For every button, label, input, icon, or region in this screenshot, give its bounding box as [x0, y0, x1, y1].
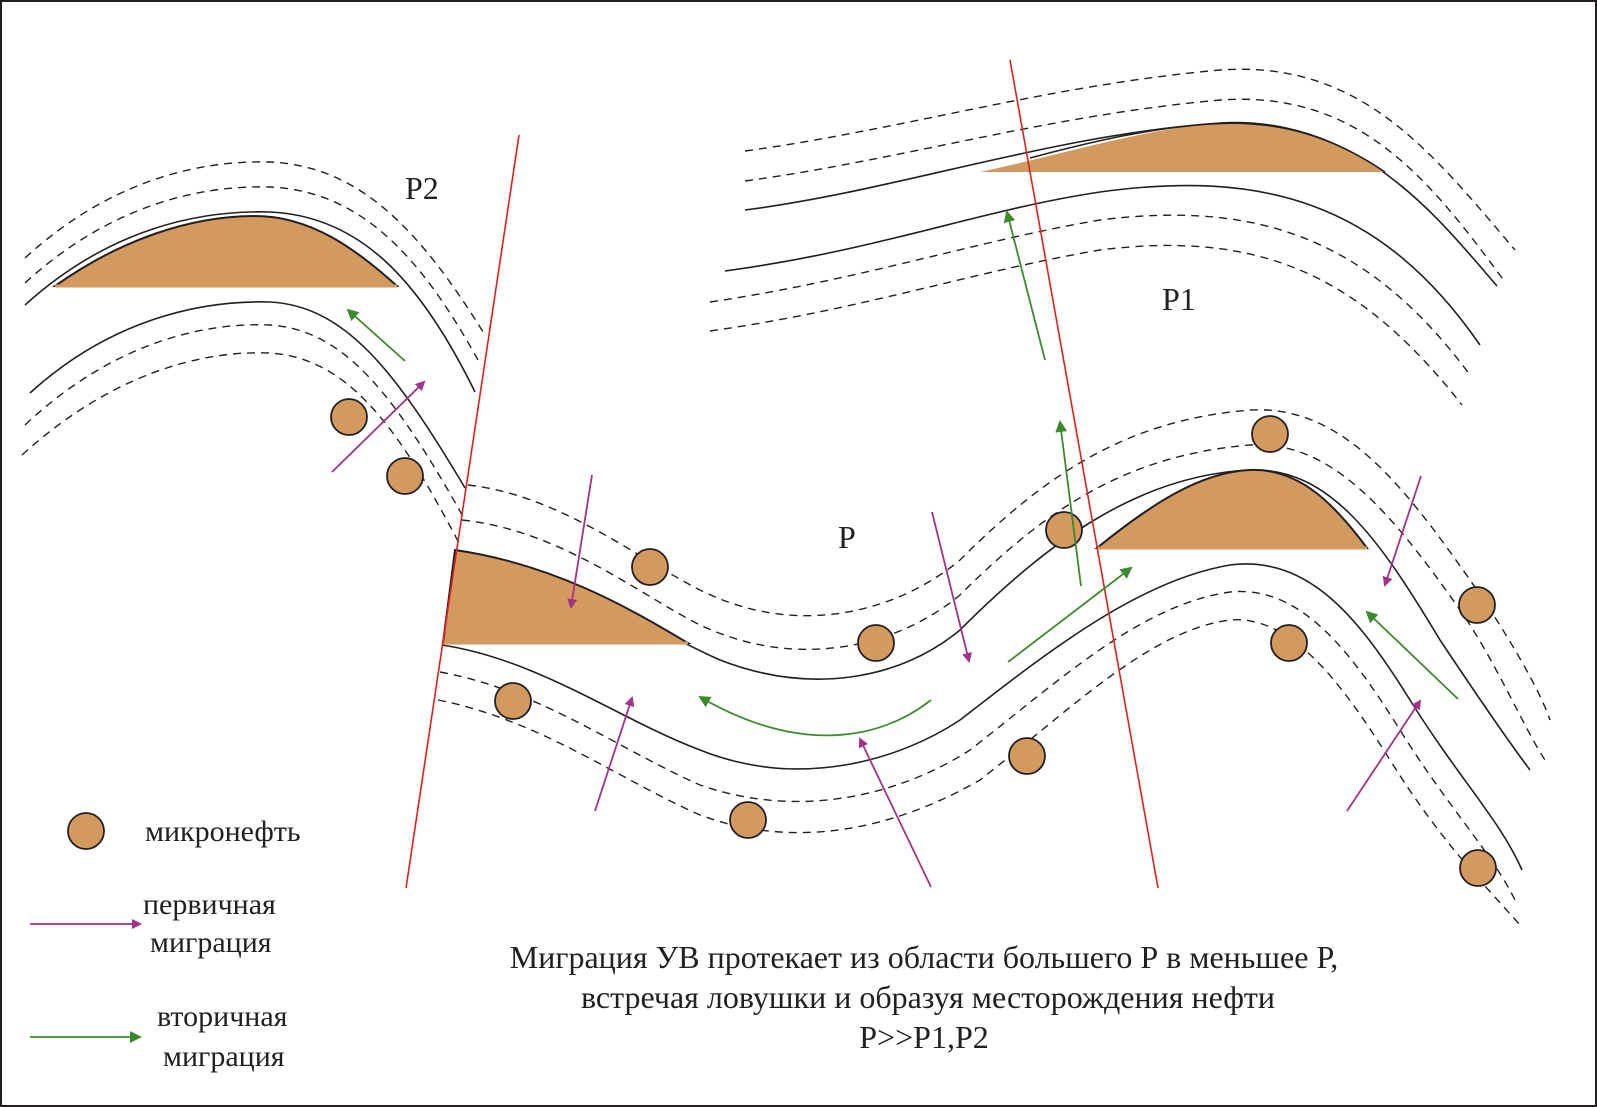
zone-label-p: P	[838, 519, 856, 555]
primary-arrow	[331, 380, 426, 473]
primary-arrow	[1346, 699, 1422, 812]
secondary-arrow	[698, 695, 932, 737]
microoil-droplet	[631, 548, 669, 586]
zone-label-p2: P2	[405, 170, 439, 206]
primary-arrow	[931, 511, 972, 663]
zone-label-p1: P1	[1162, 281, 1196, 317]
microoil-droplet	[1008, 737, 1046, 775]
legend-microoil-symbol	[67, 812, 105, 850]
secondary-arrow	[1003, 210, 1046, 361]
fault-right	[1009, 59, 1159, 889]
caption-line3: P>>P1,P2	[859, 1019, 988, 1055]
caption-line1: Миграция УВ протекает из области большег…	[510, 939, 1338, 975]
p1-strata	[709, 68, 1516, 406]
legend-microoil-label: микронефть	[145, 815, 301, 848]
fault-left	[405, 134, 520, 889]
legend-secondary-label-line1: вторичная	[157, 1000, 288, 1033]
primary-arrow	[567, 474, 593, 609]
microoil-droplet	[494, 682, 532, 720]
microoil-droplet	[1459, 849, 1497, 887]
secondary-arrow	[1365, 610, 1459, 700]
p-oil-trap-left	[441, 548, 692, 644]
p-strata	[437, 409, 1551, 926]
legend-primary-label-line2: миграция	[150, 926, 272, 959]
microoil-droplets	[330, 398, 1497, 887]
secondary-arrow	[346, 308, 406, 362]
caption-line2: встречая ловушки и образуя месторождения…	[581, 979, 1275, 1015]
primary-arrow	[1382, 475, 1422, 587]
secondary-arrow	[1055, 420, 1082, 587]
legend-secondary-label-line2: миграция	[163, 1040, 285, 1073]
microoil-droplet	[729, 801, 767, 839]
secondary-arrow	[1007, 566, 1133, 663]
primary-arrow	[858, 737, 932, 888]
microoil-droplet	[330, 398, 368, 436]
p1-oil-trap	[980, 123, 1385, 172]
p2-strata	[21, 161, 486, 546]
p-oil-trap-right	[1094, 468, 1369, 549]
microoil-droplet	[1045, 511, 1083, 549]
microoil-droplet	[1251, 415, 1289, 453]
microoil-droplet	[1270, 624, 1308, 662]
caption: Миграция УВ протекает из области большег…	[510, 939, 1338, 1055]
secondary-migration-arrows	[346, 210, 1459, 737]
legend: микронефть первичная миграция вторичная …	[30, 812, 301, 1073]
legend-primary-label-line1: первичная	[143, 888, 276, 921]
microoil-droplet	[386, 457, 424, 495]
primary-migration-arrows	[331, 380, 1422, 888]
primary-arrow	[594, 696, 635, 812]
p2-oil-trap	[51, 214, 400, 287]
microoil-droplet	[1458, 586, 1496, 624]
microoil-droplet	[857, 624, 895, 662]
